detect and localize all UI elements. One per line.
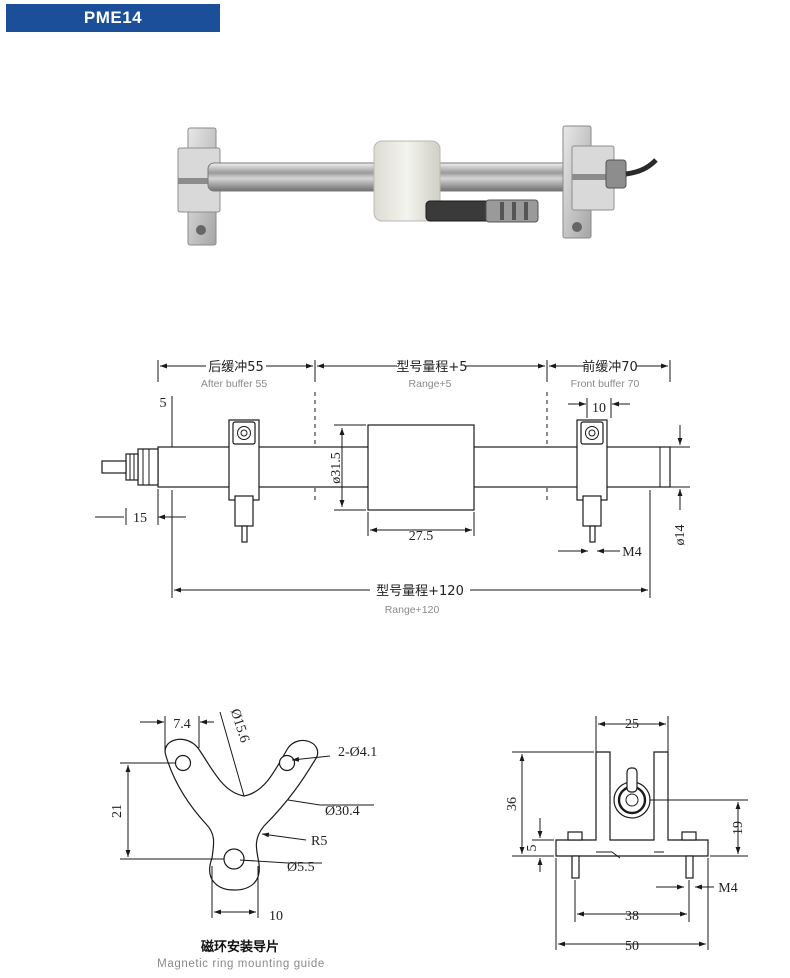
bracket-end-view: 25 36 5 19 M4: [505, 716, 748, 954]
dim-rod-diameter: ø14: [673, 525, 688, 546]
after-buffer-label: 后缓冲55: [208, 360, 264, 375]
bracket-dim-m4: M4: [718, 881, 737, 896]
guide-caption-en: Magnetic ring mounting guide: [157, 958, 325, 970]
bracket-dim-36: 36: [505, 797, 520, 811]
range-label: 型号量程+5: [396, 360, 467, 375]
bracket-dim-5: 5: [525, 845, 540, 852]
guide-dim-holes: 2-Ø4.1: [338, 745, 377, 760]
front-buffer-label-en: Front buffer 70: [571, 378, 640, 390]
guide-dim-7-4: 7.4: [173, 717, 191, 732]
bracket-dim-50: 50: [625, 939, 639, 954]
total-length-label-en: Range+120: [385, 604, 440, 616]
dim-15: 15: [133, 511, 147, 526]
model-tag: PME14: [6, 4, 220, 32]
guide-dim-5-5: Ø5.5: [287, 860, 315, 875]
bracket-dim-38: 38: [625, 909, 639, 924]
guide-dim-30-4: Ø30.4: [325, 804, 360, 819]
guide-caption: 磁环安装导片: [201, 939, 279, 955]
guide-dim-r5: R5: [311, 834, 327, 849]
bracket-dim-19: 19: [731, 821, 746, 835]
dim-10: 10: [592, 401, 606, 416]
dim-ring-length: 27.5: [409, 529, 434, 544]
mounting-guide-drawing: 7.4 Ø15.6 2-Ø4.1 21 Ø30.4 R5 Ø5.5 10 磁环安…: [110, 707, 377, 970]
bracket-dim-25: 25: [625, 717, 639, 732]
product-photo: [177, 125, 658, 246]
dim-m4: M4: [622, 545, 641, 560]
guide-dim-21: 21: [110, 804, 125, 818]
guide-dim-15-6: Ø15.6: [227, 707, 252, 745]
dim-left-5: 5: [160, 396, 167, 411]
after-buffer-label-en: After buffer 55: [201, 378, 268, 390]
range-label-en: Range+5: [409, 378, 452, 390]
dim-ring-diameter: ø31.5: [329, 452, 344, 484]
guide-dim-10: 10: [269, 909, 283, 924]
main-drawing: 后缓冲55 After buffer 55 型号量程+5 Range+5 前缓冲…: [95, 359, 690, 616]
front-buffer-label: 前缓冲70: [582, 359, 638, 375]
total-length-label: 型号量程+120: [376, 584, 464, 599]
